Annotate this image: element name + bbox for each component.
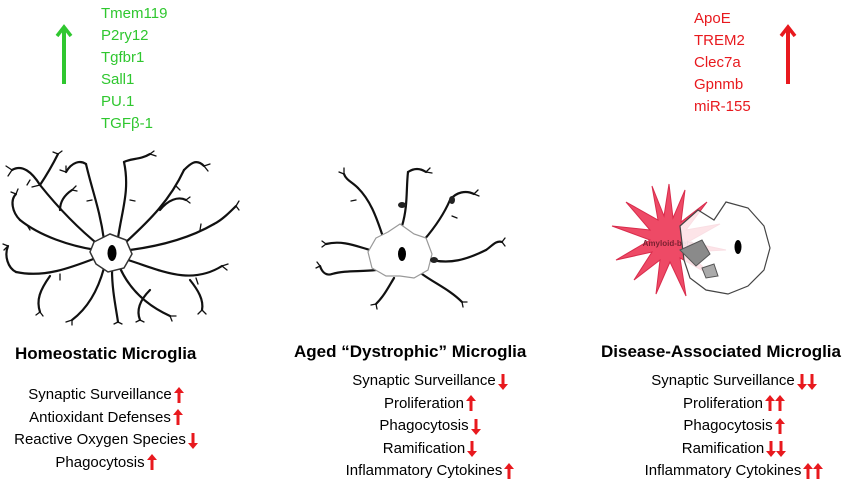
disease-title: Disease-Associated Microglia: [601, 342, 841, 361]
double-down-arrow-icon: [766, 440, 787, 458]
disease-microglia-illustration: Amyloid-beta: [611, 183, 771, 297]
disease-marker: TREM2: [694, 32, 745, 49]
property-label: Phagocytosis: [683, 417, 773, 434]
property-label: Proliferation: [383, 394, 465, 412]
disease-soma: [679, 201, 771, 295]
property-label: Phagocytosis: [379, 417, 469, 434]
down-arrow-icon: [467, 440, 478, 458]
up-arrow-icon: [172, 409, 183, 426]
double-down-arrow-icon: [796, 373, 817, 390]
property-row: Synaptic Surveillance: [622, 370, 846, 393]
property-row: Proliferation: [622, 393, 846, 416]
aged-microglia-illustration: [315, 167, 506, 310]
homeostatic-properties: Synaptic Surveillance Antioxidant Defens…: [0, 384, 212, 474]
aged-nucleus: [398, 247, 406, 261]
double-up-arrow-icon: [803, 462, 824, 480]
double-up-arrow-icon: [765, 395, 786, 412]
property-row: Inflammatory Cytokines: [622, 460, 846, 483]
down-arrow-icon: [497, 373, 508, 390]
property-row: Ramification: [622, 438, 846, 461]
homeostatic-marker: PU.1: [101, 93, 135, 110]
property-label: Proliferation: [682, 394, 764, 412]
aged-properties: Synaptic Surveillance Proliferation Phag…: [323, 370, 537, 483]
property-label: Synaptic Surveillance: [28, 386, 172, 403]
homeostatic-upregulation-arrow: [55, 24, 73, 84]
down-arrow-icon: [470, 418, 481, 435]
disease-nucleus: [734, 240, 742, 254]
property-label: Synaptic Surveillance: [352, 372, 496, 389]
property-row: Ramification: [323, 438, 537, 461]
property-row: Phagocytosis: [622, 415, 846, 438]
disease-properties: Synaptic Surveillance Proliferation Phag…: [622, 370, 846, 483]
property-label: Inflammatory Cytokines: [644, 462, 802, 479]
up-arrow-icon: [146, 454, 157, 471]
down-arrow-icon: [187, 432, 198, 449]
property-label: Reactive Oxygen Species: [14, 431, 186, 448]
homeostatic-marker: P2ry12: [101, 27, 149, 44]
disease-upregulation-arrow: [779, 24, 797, 84]
homeostatic-marker: Tmem119: [101, 5, 168, 22]
disease-marker-list: ApoE TREM2 Clec7a Gpnmb miR-155: [694, 8, 751, 118]
property-label: Ramification: [382, 439, 466, 457]
property-label: Inflammatory Cytokines: [345, 462, 503, 479]
property-label: Synaptic Surveillance: [651, 372, 795, 389]
property-label: Antioxidant Defenses: [29, 408, 171, 426]
property-row: Phagocytosis: [323, 415, 537, 438]
property-row: Phagocytosis: [0, 452, 212, 475]
disease-marker: Gpnmb: [694, 76, 744, 93]
homeostatic-nucleus: [107, 245, 117, 261]
homeostatic-marker: Sall1: [101, 71, 135, 88]
disease-marker: Clec7a: [694, 54, 741, 71]
property-label: Ramification: [681, 439, 765, 457]
property-row: Reactive Oxygen Species: [0, 429, 212, 452]
homeostatic-marker: TGFβ-1: [101, 115, 153, 132]
property-label: Phagocytosis: [55, 453, 145, 471]
property-row: Proliferation: [323, 393, 537, 416]
up-arrow-icon: [504, 462, 515, 480]
disease-marker: miR-155: [694, 98, 751, 115]
homeostatic-title: Homeostatic Microglia: [15, 344, 197, 363]
property-row: Inflammatory Cytokines: [323, 460, 537, 483]
homeostatic-microglia-illustration: [2, 150, 240, 326]
homeostatic-marker: Tgfbr1: [101, 49, 145, 66]
property-row: Synaptic Surveillance: [0, 384, 212, 407]
up-arrow-icon: [774, 417, 785, 435]
amyloid-beta-label: Amyloid-beta: [643, 239, 694, 248]
disease-marker: ApoE: [694, 10, 731, 27]
aged-title: Aged “Dystrophic” Microglia: [294, 342, 527, 361]
property-row: Synaptic Surveillance: [323, 370, 537, 393]
property-row: Antioxidant Defenses: [0, 407, 212, 430]
up-arrow-icon: [173, 386, 184, 404]
homeostatic-marker-list: Tmem119 P2ry12 Tgfbr1 Sall1 PU.1 TGFβ-1: [101, 3, 167, 135]
up-arrow-icon: [466, 395, 477, 412]
